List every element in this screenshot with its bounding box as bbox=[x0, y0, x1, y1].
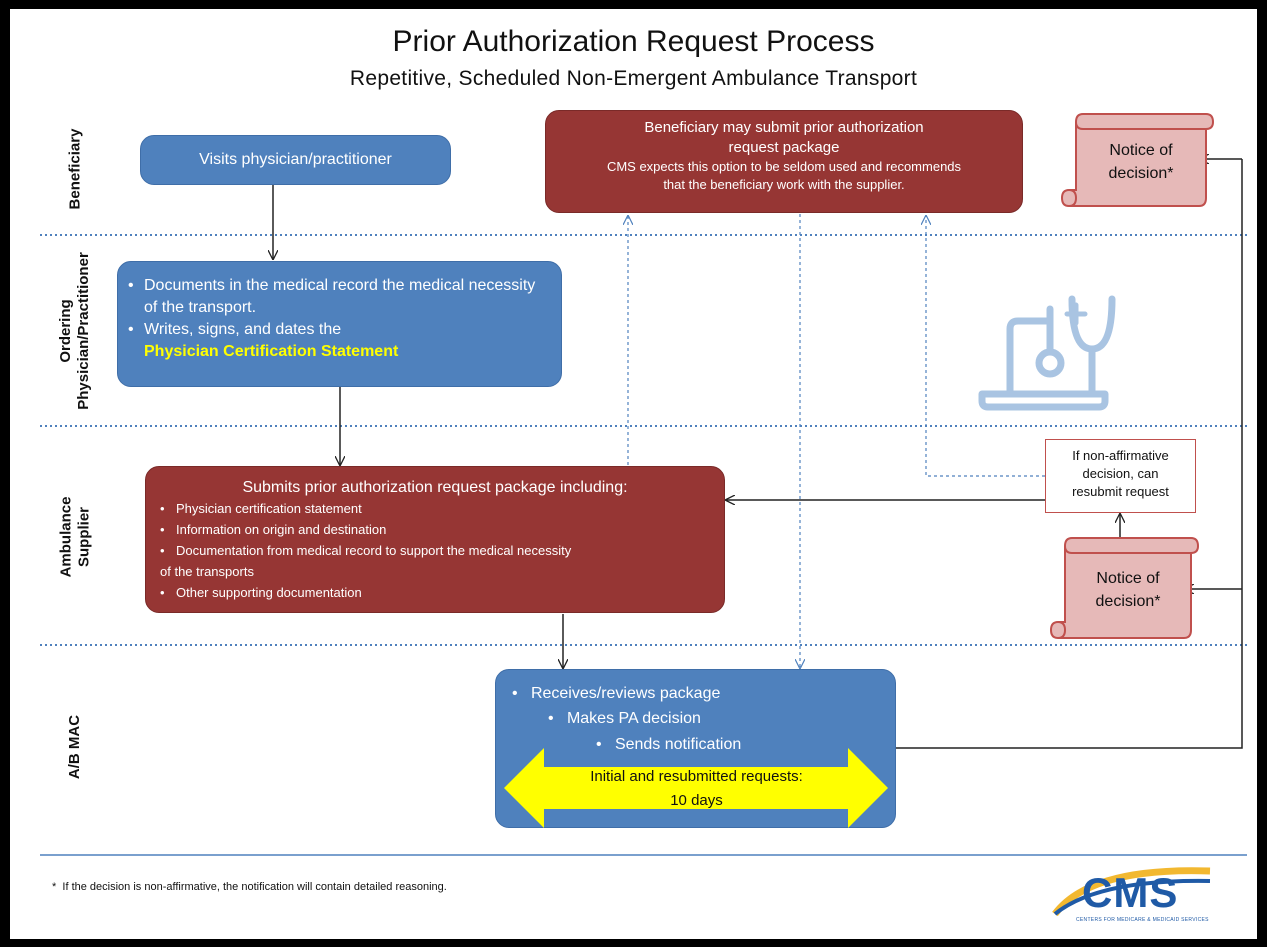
notice-top: Notice of decision* bbox=[1076, 139, 1206, 185]
laptop-stethoscope-icon bbox=[978, 295, 1116, 411]
lane-label-mac: A/B MAC bbox=[66, 714, 84, 780]
lane-mac: A/B MAC bbox=[55, 647, 95, 847]
physician-item-2-text: Writes, signs, and dates the bbox=[144, 321, 342, 338]
resubmit-line1: If non-affirmative bbox=[1072, 448, 1169, 463]
beneficiary-submit-line1: Beneficiary may submit prior authorizati… bbox=[644, 119, 924, 136]
footnote: * If the decision is non-affirmative, th… bbox=[52, 881, 447, 893]
page-title: Prior Authorization Request Process bbox=[392, 25, 875, 58]
cms-logo bbox=[1052, 867, 1211, 917]
lane-label-ordering-2: Physician/Practitioner bbox=[75, 252, 92, 410]
supplier-item: Other supporting documentation bbox=[160, 582, 710, 603]
lane-ordering: Ordering Physician/Practitioner bbox=[55, 231, 95, 431]
lane-label-supplier-1: Ambulance bbox=[57, 496, 75, 578]
notice-top-line2: decision* bbox=[1108, 165, 1174, 182]
mac-item-3: • Sends notification bbox=[596, 736, 742, 753]
mac-item-2: • Makes PA decision bbox=[548, 710, 701, 727]
scroll-icon bbox=[1049, 537, 1200, 639]
supplier-item-continuation: of the transports bbox=[160, 564, 254, 579]
mac-item-1: • Receives/reviews package bbox=[512, 685, 721, 702]
timeline-label: Initial and resubmitted requests: 10 day… bbox=[496, 765, 897, 813]
notice-top-line1: Notice of bbox=[1109, 142, 1173, 159]
double-arrow-icon bbox=[504, 748, 888, 828]
supplier-item: Physician certification statement bbox=[160, 498, 710, 519]
scroll-icon bbox=[1060, 113, 1215, 207]
supplier-heading: Submits prior authorization request pack… bbox=[242, 479, 628, 496]
visits-box: Visits physician/practitioner bbox=[140, 135, 451, 185]
notice-bottom: Notice of decision* bbox=[1065, 567, 1191, 613]
line-mac-to-notices bbox=[896, 159, 1243, 749]
visits-text: Visits physician/practitioner bbox=[199, 151, 392, 168]
supplier-list: Physician certification statement Inform… bbox=[160, 498, 710, 561]
connectors-layer bbox=[40, 113, 1247, 917]
resubmit-line2: decision, can bbox=[1082, 466, 1159, 481]
timeline-line2: 10 days bbox=[670, 792, 723, 809]
cms-logo-tagline: CENTERS FOR MEDICARE & MEDICAID SERVICES bbox=[1076, 917, 1209, 923]
resubmit-line3: resubmit request bbox=[1072, 484, 1169, 499]
physician-item-1: Documents in the medical record the medi… bbox=[128, 275, 543, 319]
notice-bottom-line1: Notice of bbox=[1096, 570, 1160, 587]
mac-box: • Receives/reviews package • Makes PA de… bbox=[495, 669, 896, 828]
footnote-text: If the decision is non-affirmative, the … bbox=[62, 881, 447, 893]
notice-bottom-line2: decision* bbox=[1095, 593, 1161, 610]
resubmit-note: If non-affirmative decision, can resubmi… bbox=[1045, 439, 1196, 513]
supplier-item: Documentation from medical record to sup… bbox=[160, 540, 710, 561]
page-subtitle: Repetitive, Scheduled Non-Emergent Ambul… bbox=[349, 67, 918, 90]
cms-logo-text: CMS bbox=[1082, 869, 1179, 916]
supplier-box: Submits prior authorization request pack… bbox=[145, 466, 725, 613]
supplier-item: Information on origin and destination bbox=[160, 519, 710, 540]
beneficiary-submit-line2: request package bbox=[728, 139, 840, 156]
lane-label-ordering-1: Ordering bbox=[57, 299, 74, 363]
physician-box: Documents in the medical record the medi… bbox=[117, 261, 562, 387]
dotted-resubmit-to-beneficiary bbox=[926, 216, 1045, 477]
slide: Prior Authorization Request Process Repe… bbox=[10, 9, 1257, 939]
lane-supplier: Ambulance Supplier bbox=[55, 437, 95, 637]
physician-list: Documents in the medical record the medi… bbox=[128, 275, 543, 363]
lane-label-beneficiary: Beneficiary bbox=[66, 128, 83, 210]
beneficiary-submit-note1: CMS expects this option to be seldom use… bbox=[606, 159, 962, 174]
physician-cert-highlight: Physician Certification Statement bbox=[144, 343, 399, 360]
beneficiary-submit-note2: that the beneficiary work with the suppl… bbox=[663, 177, 905, 192]
beneficiary-submit-box: Beneficiary may submit prior authorizati… bbox=[545, 110, 1023, 213]
timeline-line1: Initial and resubmitted requests: bbox=[590, 768, 803, 785]
lane-label-supplier-2: Supplier bbox=[75, 506, 93, 568]
